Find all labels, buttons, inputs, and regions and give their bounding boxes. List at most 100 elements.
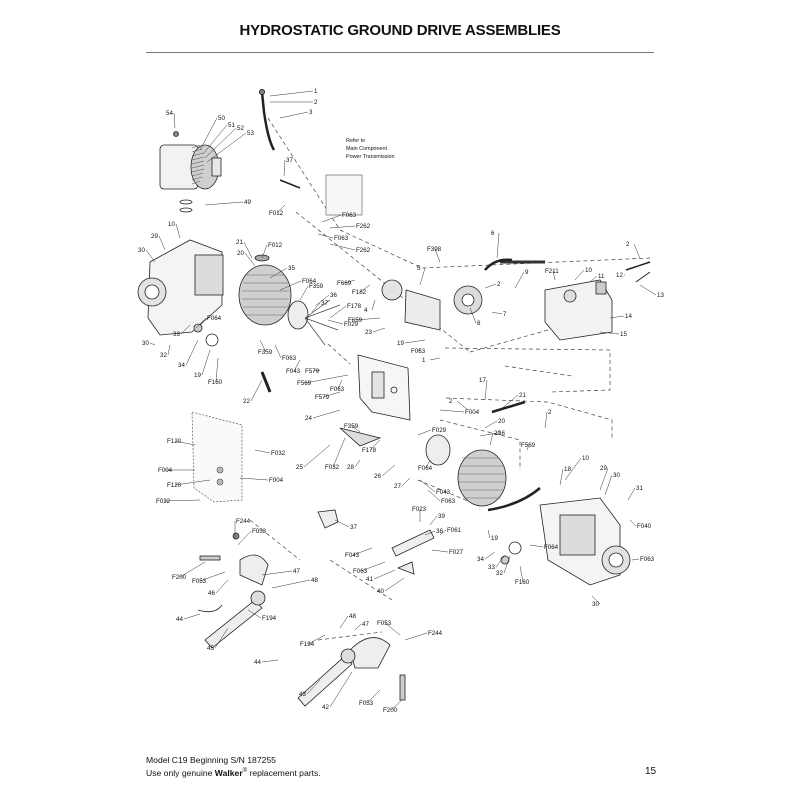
callout-label: 20 xyxy=(498,418,505,425)
callout-leader xyxy=(307,634,326,645)
callout-leader xyxy=(271,579,311,589)
callout-label: F200 xyxy=(383,707,398,714)
callout-label: 45 xyxy=(207,645,214,652)
hydraulic-reservoir xyxy=(484,258,613,341)
note-line-2: Main Component xyxy=(346,146,388,152)
callout-leader xyxy=(529,544,544,548)
callout-label: 47 xyxy=(362,621,369,628)
callout-leader xyxy=(366,689,381,704)
callout-leader xyxy=(299,285,309,301)
callout-label: F043 xyxy=(286,368,301,375)
callout-label: 31 xyxy=(636,485,643,492)
callout-leader xyxy=(484,283,497,289)
callout-leader xyxy=(456,400,469,411)
callout-label: F053 xyxy=(377,620,392,627)
callout-label: 32 xyxy=(496,570,503,577)
mounting-bracket-center xyxy=(339,279,483,447)
callout-leader xyxy=(201,349,211,376)
callout-leader xyxy=(384,577,405,592)
callout-leader xyxy=(526,444,530,451)
callout-leader xyxy=(519,565,524,583)
callout-label: F262 xyxy=(356,247,371,254)
trademark-mark: ® xyxy=(242,768,248,774)
callout-label: F579 xyxy=(305,368,320,375)
callout-leader xyxy=(158,235,166,251)
callout-leader xyxy=(359,284,371,293)
callout-leader xyxy=(479,432,498,437)
callout-label: 32 xyxy=(160,352,167,359)
callout-leader xyxy=(321,214,342,223)
callout-label: F064 xyxy=(544,544,559,551)
callout-label: 21 xyxy=(519,392,526,399)
callout-label: 2 xyxy=(626,241,630,248)
callout-label: F027 xyxy=(449,549,464,556)
callout-label: 34 xyxy=(178,362,185,369)
callout-leader xyxy=(215,357,219,383)
callout-leader xyxy=(243,241,253,259)
callout-label: F262 xyxy=(356,223,371,230)
callout-label: F063 xyxy=(282,355,297,362)
callout-label: 37 xyxy=(321,300,328,307)
callout-label: 35 xyxy=(288,265,295,272)
callout-label: 37 xyxy=(350,524,357,531)
callout-leader xyxy=(369,439,381,451)
callout-leader xyxy=(279,111,309,119)
callout-label: F398 xyxy=(427,246,442,253)
callout-label: F004 xyxy=(269,477,284,484)
callout-label: 10 xyxy=(168,221,175,228)
callout-label: F063 xyxy=(441,498,456,505)
side-plate-left xyxy=(191,411,243,503)
callout-label: 8 xyxy=(477,320,481,327)
callout-label: F061 xyxy=(447,527,462,534)
callout-leader xyxy=(334,519,350,528)
callout-label: 33 xyxy=(488,564,495,571)
callout-label: F043 xyxy=(436,489,451,496)
callout-label: 14 xyxy=(625,313,632,320)
callout-label: 18 xyxy=(564,466,571,473)
callout-leader xyxy=(354,623,362,631)
callout-label: F053 xyxy=(192,578,207,585)
callout-leader xyxy=(261,659,279,663)
callout-label: F194 xyxy=(300,641,315,648)
callout-leader xyxy=(306,679,321,695)
callout-label: 36 xyxy=(330,292,337,299)
callout-leader xyxy=(261,244,268,259)
page-footer: Model C19 Beginning S/N 187255 Use only … xyxy=(146,755,321,779)
callout-leader xyxy=(174,440,196,446)
callout-leader xyxy=(499,394,519,411)
callout-label: 24 xyxy=(305,415,312,422)
callout-label: 23 xyxy=(365,329,372,336)
callout-leader xyxy=(329,671,353,708)
callout-label: F160 xyxy=(515,579,530,586)
callout-label: F569 xyxy=(297,380,312,387)
callout-label: 33 xyxy=(173,331,180,338)
callout-leader xyxy=(629,519,637,527)
callout-label: 26 xyxy=(374,473,381,480)
callout-leader xyxy=(514,271,525,289)
callout-leader xyxy=(214,627,229,649)
callout-label: 29 xyxy=(151,233,158,240)
callout-leader xyxy=(599,467,609,491)
callout-leader xyxy=(237,530,252,546)
callout-label: 1 xyxy=(422,357,426,364)
callout-label: 29 xyxy=(600,465,607,472)
callout-label: 52 xyxy=(237,125,244,132)
callout-leader xyxy=(419,267,426,286)
callout-leader xyxy=(180,324,191,335)
callout-label: 49 xyxy=(244,199,251,206)
callout-leader xyxy=(179,561,206,578)
callout-leader xyxy=(418,347,421,352)
callout-leader xyxy=(487,529,491,539)
fittings-and-hoses xyxy=(259,89,651,393)
callout-leader xyxy=(371,299,376,311)
callout-leader xyxy=(167,344,171,356)
callout-leader xyxy=(484,551,496,560)
callout-label: F012 xyxy=(268,242,283,249)
callout-leader xyxy=(261,570,293,576)
callout-leader xyxy=(173,112,176,129)
callout-leader xyxy=(204,127,237,159)
callout-label: 2 xyxy=(314,99,318,106)
callout-leader xyxy=(183,613,201,620)
